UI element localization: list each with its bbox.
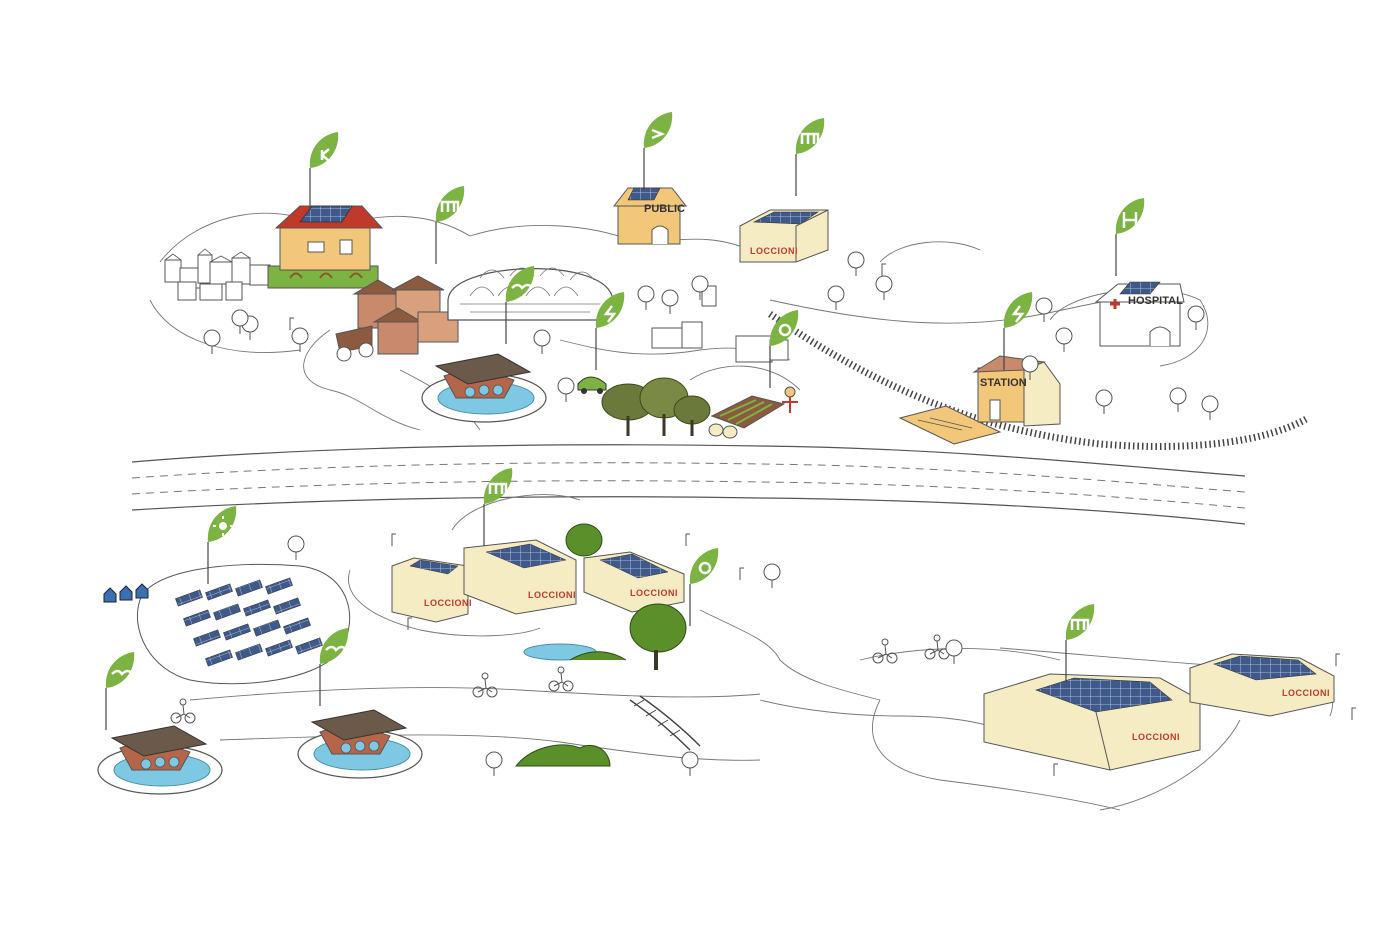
factory-glyph-icon (440, 200, 460, 212)
loccioni-label-mid-3: LOCCIONI (630, 588, 678, 598)
public-sign: PUBLIC (644, 203, 685, 215)
sun-glyph-icon (219, 522, 227, 530)
railway-track (768, 311, 1310, 450)
marker-ev[interactable] (595, 291, 625, 371)
cyclists (170, 634, 950, 724)
marker-loccioni-right[interactable] (1065, 603, 1095, 683)
bolt-glyph-icon (1011, 305, 1025, 323)
brick-houses (335, 275, 459, 362)
loccioni-label-mid-1: LOCCIONI (424, 598, 472, 608)
bolt-glyph-icon (603, 305, 617, 323)
house-glyph-icon (320, 148, 330, 162)
marker-hospital[interactable] (1115, 197, 1145, 277)
marker-station[interactable] (1003, 291, 1033, 371)
vegetable-garden (708, 386, 798, 439)
loccioni-complex-right: LOCCIONI LOCCIONI (983, 653, 1335, 771)
marker-farm[interactable] (769, 309, 799, 389)
loccioni-label-right-2: LOCCIONI (1282, 688, 1330, 698)
marker-loccioni-top[interactable] (795, 117, 825, 197)
marker-loccioni-mid[interactable] (483, 467, 513, 547)
marker-home[interactable] (309, 131, 339, 211)
hospital-sign: HOSPITAL (1128, 295, 1183, 307)
water-glyph-icon (511, 283, 534, 290)
loccioni-label-right-1: LOCCIONI (1132, 732, 1180, 742)
factory-glyph-icon (488, 482, 508, 494)
highway (131, 444, 1246, 525)
water-glyph-icon (325, 645, 348, 652)
factory-glyph-icon (1070, 618, 1090, 630)
loccioni-label-mid-2: LOCCIONI (528, 590, 576, 600)
public-building: PUBLIC (612, 187, 688, 245)
hydro-turbine-left (97, 725, 223, 795)
water-glyph-icon (111, 669, 134, 676)
green-bush-bottom (514, 744, 611, 767)
footbridge (629, 695, 701, 751)
eco-house (267, 205, 384, 289)
village-cluster (164, 248, 271, 301)
energy-markers (105, 111, 1145, 731)
hospital-building: HOSPITAL (1094, 281, 1185, 347)
green-trees-middle (523, 523, 687, 670)
factory-glyph-icon (800, 132, 820, 144)
olive-grove (601, 377, 711, 436)
hydro-turbine-right (297, 709, 423, 779)
blue-houses (103, 583, 149, 603)
loccioni-building-top: LOCCIONI (739, 209, 829, 263)
ring-glyph-icon (778, 323, 792, 337)
marker-park[interactable] (689, 547, 719, 627)
loccioni-complex-middle: LOCCIONI LOCCIONI LOCCIONI (391, 539, 685, 623)
marker-factory-top[interactable] (435, 185, 465, 265)
solar-farm (136, 563, 351, 685)
marker-hydro-top[interactable] (505, 265, 535, 345)
dome-structure (447, 267, 613, 321)
station-sign: STATION (980, 377, 1027, 389)
hydro-turbine-top (421, 353, 547, 423)
plug-glyph-icon (651, 128, 666, 140)
electric-car (577, 376, 607, 394)
marker-hydro-left[interactable] (105, 651, 135, 731)
hospital-glyph-icon (1122, 212, 1138, 228)
loccioni-label-top: LOCCIONI (750, 246, 798, 256)
ring-glyph-icon (698, 561, 712, 575)
street-lamps (289, 263, 1356, 776)
marker-solarfarm[interactable] (207, 505, 237, 585)
marker-public[interactable] (643, 111, 673, 191)
marker-hydro-right[interactable] (319, 627, 349, 707)
